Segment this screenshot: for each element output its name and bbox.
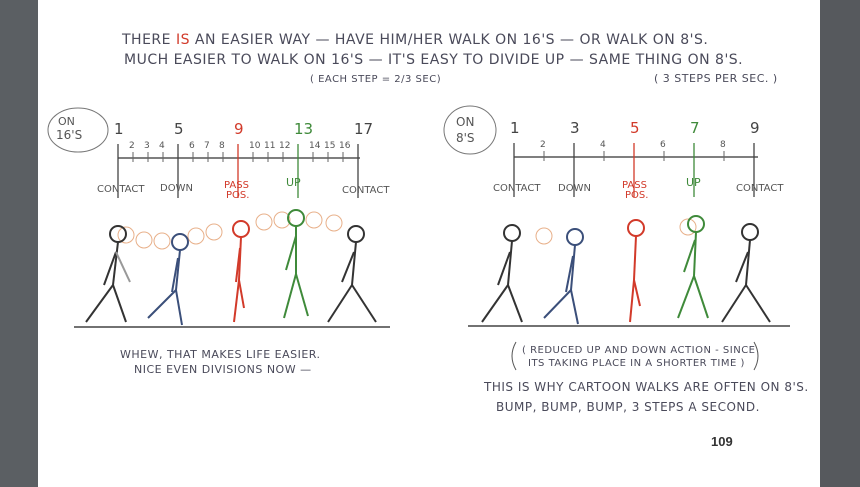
frame-label: 7 xyxy=(204,141,210,151)
frame-label: 8 xyxy=(720,140,726,150)
left-badge-text: 16'S xyxy=(56,128,82,142)
left-caption-line-1: WHEW, THAT MAKES LIFE EASIER. xyxy=(120,348,321,361)
page-number: 109 xyxy=(711,434,733,449)
key-frame-label: 3 xyxy=(570,119,580,137)
frame-label: 15 xyxy=(324,141,335,151)
frame-label: 14 xyxy=(309,141,321,151)
key-frame-label: 5 xyxy=(630,119,640,137)
left-badge-circle xyxy=(47,107,109,153)
key-frame-label: 9 xyxy=(234,120,244,138)
left-figure-contact xyxy=(85,225,131,323)
left-head-path xyxy=(117,211,343,250)
right-badge-text: 8'S xyxy=(456,131,475,145)
key-frame-label: 9 xyxy=(750,119,760,137)
header-note-left: ( EACH STEP = 2/3 SEC) xyxy=(310,74,442,85)
frame-label: 4 xyxy=(600,140,606,150)
header-text: THERE xyxy=(122,32,176,48)
viewer-left-margin xyxy=(0,0,38,487)
header-line-2: MUCH EASIER TO WALK ON 16'S — IT'S EASY … xyxy=(124,52,744,68)
key-frame-label: 13 xyxy=(294,120,313,138)
frame-label: 10 xyxy=(249,141,261,151)
frame-label: 12 xyxy=(279,141,290,151)
right-figure-contact xyxy=(481,224,523,323)
frame-label: 2 xyxy=(540,140,546,150)
viewer-scrollbar-area[interactable] xyxy=(820,0,860,487)
right-caption-line-1: ( REDUCED UP AND DOWN ACTION - SINCE xyxy=(522,345,756,356)
left-label-contact-2: CONTACT xyxy=(342,185,390,196)
document-page: THERE IS AN EASIER WAY — HAVE HIM/HER WA… xyxy=(38,0,820,487)
key-frame-label: 1 xyxy=(510,119,520,137)
right-label-up: UP xyxy=(686,176,701,189)
right-figure-up xyxy=(677,215,709,319)
left-figure-contact-2 xyxy=(327,225,377,323)
left-label-up: UP xyxy=(286,176,301,189)
right-label-contact: CONTACT xyxy=(493,183,541,194)
left-label-pos: POS. xyxy=(226,190,249,201)
key-frame-label: 17 xyxy=(354,120,373,138)
frame-label: 3 xyxy=(144,141,150,151)
key-frame-label: 7 xyxy=(690,119,700,137)
right-label-pass: PASS xyxy=(622,180,647,191)
header-emphasis: IS xyxy=(175,32,190,48)
header-text: AN EASIER WAY — HAVE HIM/HER WALK ON 16'… xyxy=(189,32,709,48)
frame-label: 4 xyxy=(159,141,165,151)
frame-label: 8 xyxy=(219,141,225,151)
key-frame-label: 1 xyxy=(114,120,124,138)
right-label-down: DOWN xyxy=(558,183,591,194)
left-label-pass: PASS xyxy=(224,180,249,191)
left-label-down: DOWN xyxy=(160,183,193,194)
left-figure-up xyxy=(283,209,309,319)
frame-label: 2 xyxy=(129,141,135,151)
frame-label: 16 xyxy=(339,141,351,151)
right-figure-pass xyxy=(627,219,645,323)
frame-label: 11 xyxy=(264,141,275,151)
right-badge-circle xyxy=(443,105,497,155)
left-badge-text: ON xyxy=(58,115,75,128)
frame-label: 6 xyxy=(660,140,666,150)
caption-bracket-left xyxy=(511,341,517,371)
right-head-path xyxy=(535,218,697,245)
header-line-1: THERE IS AN EASIER WAY — HAVE HIM/HER WA… xyxy=(122,32,708,48)
left-figure-down xyxy=(147,233,189,326)
right-caption-line-3: THIS IS WHY CARTOON WALKS ARE OFTEN ON 8… xyxy=(484,380,809,394)
right-label-pos: POS. xyxy=(625,190,648,201)
right-figure-down xyxy=(543,228,584,325)
right-caption-line-2: ITS TAKING PLACE IN A SHORTER TIME ) xyxy=(528,358,745,369)
header-note-right: ( 3 STEPS PER SEC. ) xyxy=(654,72,778,85)
left-caption-line-2: NICE EVEN DIVISIONS NOW — xyxy=(134,363,312,376)
right-badge-text: ON xyxy=(456,115,474,129)
key-frame-label: 5 xyxy=(174,120,184,138)
caption-bracket-right xyxy=(753,341,759,371)
left-label-contact: CONTACT xyxy=(97,184,145,195)
right-timeline-ticks: 1 2 3 4 5 6 7 8 9 xyxy=(510,119,760,197)
left-figure-pass xyxy=(232,220,250,323)
right-caption-line-4: BUMP, BUMP, BUMP, 3 STEPS A SECOND. xyxy=(496,400,760,414)
right-label-contact-2: CONTACT xyxy=(736,183,784,194)
frame-label: 6 xyxy=(189,141,195,151)
right-figure-contact-2 xyxy=(721,223,771,323)
